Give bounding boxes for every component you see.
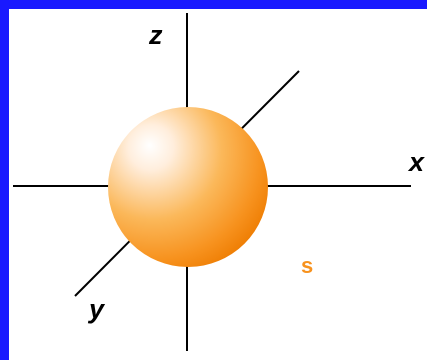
z-axis-label: z: [149, 20, 163, 50]
diagram-canvas: z x y s: [9, 9, 427, 360]
x-axis-label: x: [409, 147, 425, 177]
s-orbital-sphere: [108, 107, 268, 267]
orbital-label-s: s: [301, 253, 314, 278]
y-axis-label: y: [89, 294, 105, 324]
axes-diagram: [13, 13, 411, 351]
